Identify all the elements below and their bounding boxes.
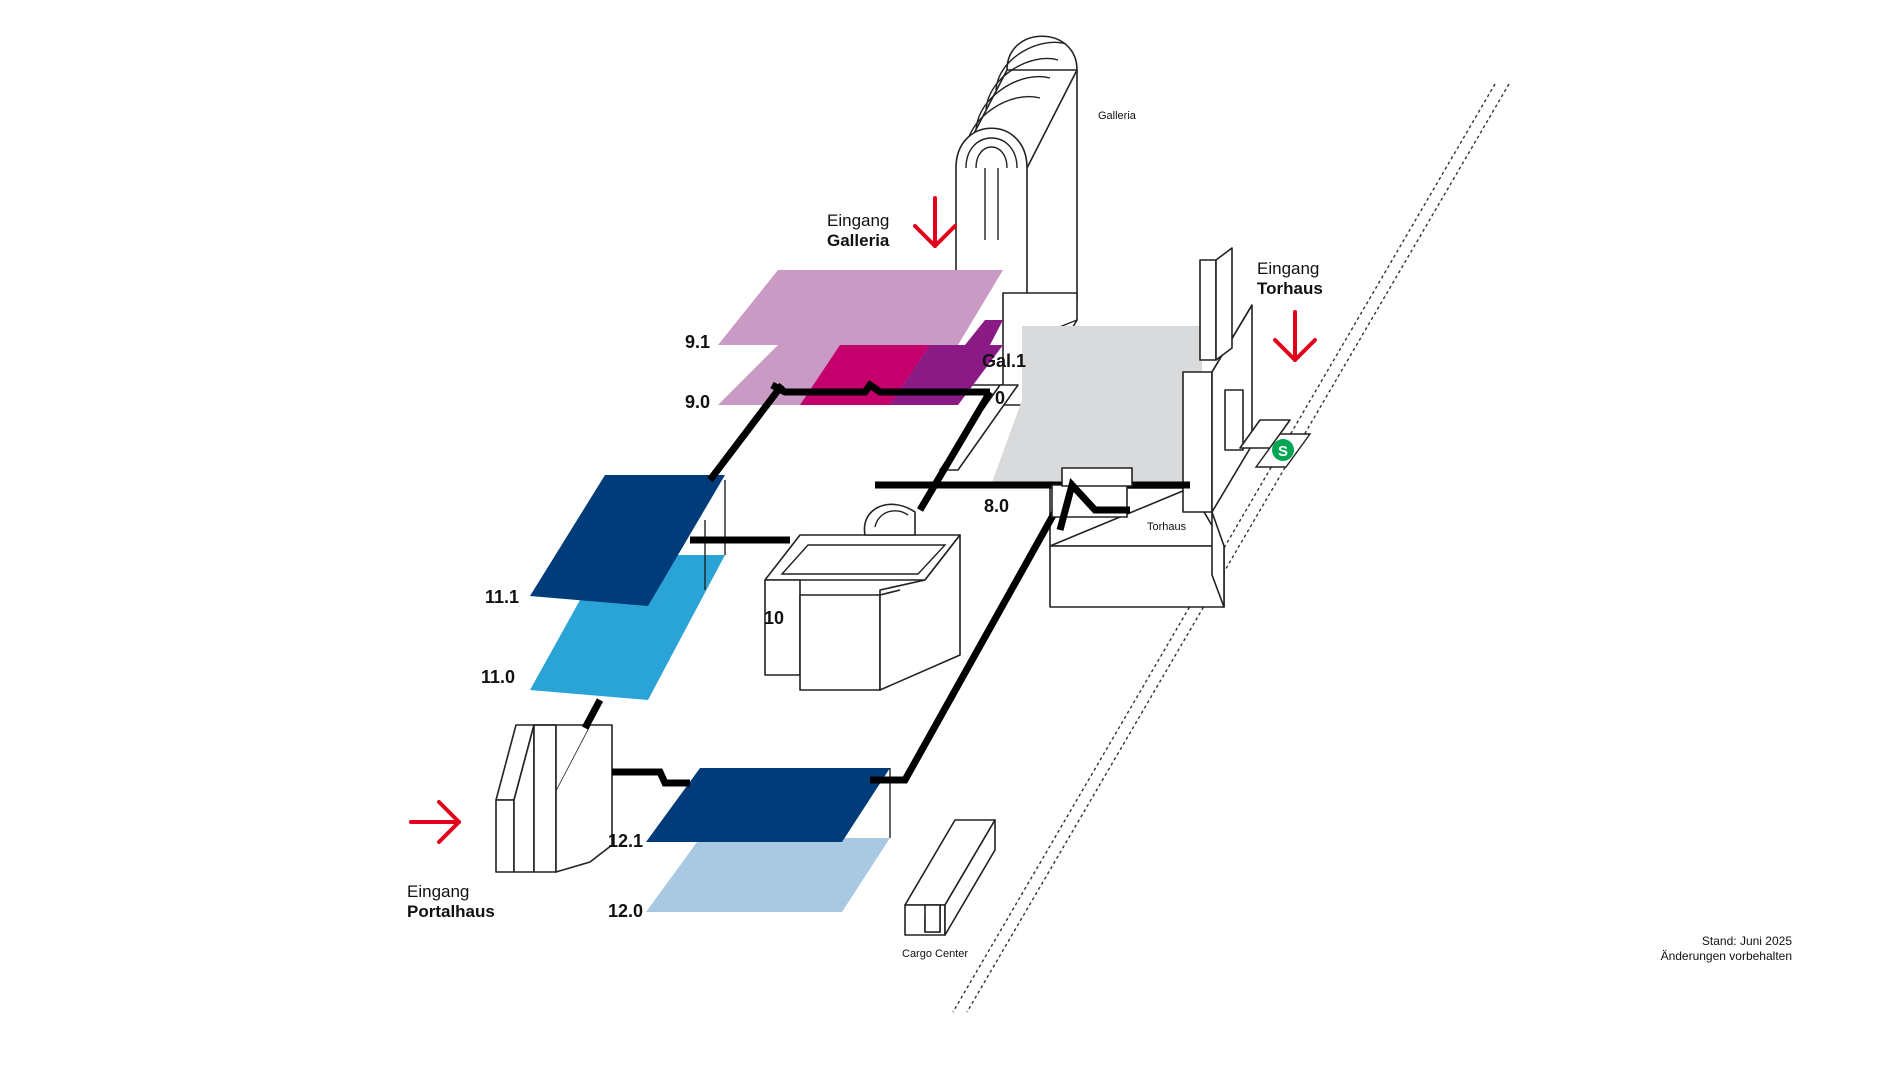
hall-9-0-label: 9.0 — [685, 392, 710, 412]
hall-12[interactable] — [646, 768, 891, 912]
hall-10-label: 10 — [764, 608, 784, 628]
hall-11-1-label: 11.1 — [485, 587, 519, 607]
entrance-arrow-icon — [1273, 310, 1317, 362]
hall-12-0-label: 12.0 — [608, 901, 643, 921]
hall-12-1-label: 12.1 — [608, 831, 643, 851]
hall-11-0-label: 11.0 — [481, 667, 515, 687]
entrance-galleria-line1: Eingang — [827, 211, 889, 230]
hall-8-0-label: 8.0 — [984, 496, 1009, 516]
sbahn-icon: S — [1254, 433, 1312, 468]
cargo-center-label: Cargo Center — [902, 948, 968, 960]
hall-12-1-slab[interactable] — [646, 768, 890, 842]
status-note: Stand: Juni 2025 Änderungen vorbehalten — [1661, 934, 1793, 963]
hall-9-1-label: 9.1 — [685, 332, 710, 352]
portalhaus-building — [495, 724, 613, 873]
railway-track — [952, 83, 1510, 1013]
entrance-arrow-icon — [913, 196, 957, 248]
entrance-portalhaus-line2: Portalhaus — [407, 902, 495, 921]
status-note-disclaimer: Änderungen vorbehalten — [1661, 949, 1792, 963]
hall-9-1-magenta-edge[interactable] — [965, 320, 1003, 345]
hall-11-0-slab[interactable] — [530, 555, 725, 700]
status-note-date: Stand: Juni 2025 — [1702, 934, 1792, 948]
hall-10-building — [764, 503, 961, 691]
entrance-portalhaus-line1: Eingang — [407, 882, 469, 901]
torhaus-building — [1049, 247, 1291, 608]
entrance-arrow-icon — [409, 800, 461, 844]
entrance-torhaus-line1: Eingang — [1257, 259, 1319, 278]
hall-9[interactable] — [718, 270, 1003, 405]
entrance-galleria[interactable]: Eingang Galleria — [827, 196, 957, 250]
hall-11[interactable] — [530, 475, 726, 700]
torhaus-building-label: Torhaus — [1147, 521, 1187, 533]
cargo-center-building — [904, 819, 996, 936]
entrance-galleria-line2: Galleria — [827, 231, 890, 250]
svg-text:S: S — [1278, 443, 1288, 460]
galleria-level-0-label: 0 — [995, 388, 1005, 408]
hall-9-1-slab[interactable] — [718, 270, 1003, 345]
galleria-level-1-label: Gal.1 — [982, 351, 1026, 371]
hall-11-1-slab[interactable] — [530, 475, 725, 606]
entrance-portalhaus[interactable]: Eingang Portalhaus — [407, 800, 495, 921]
entrance-torhaus[interactable]: Eingang Torhaus — [1257, 259, 1323, 362]
hall-8-0-area[interactable] — [990, 326, 1202, 488]
hall-12-0-slab[interactable] — [646, 838, 890, 912]
galleria-building-label: Galleria — [1098, 110, 1137, 122]
entrance-torhaus-line2: Torhaus — [1257, 279, 1323, 298]
connection-paths — [581, 380, 1190, 787]
